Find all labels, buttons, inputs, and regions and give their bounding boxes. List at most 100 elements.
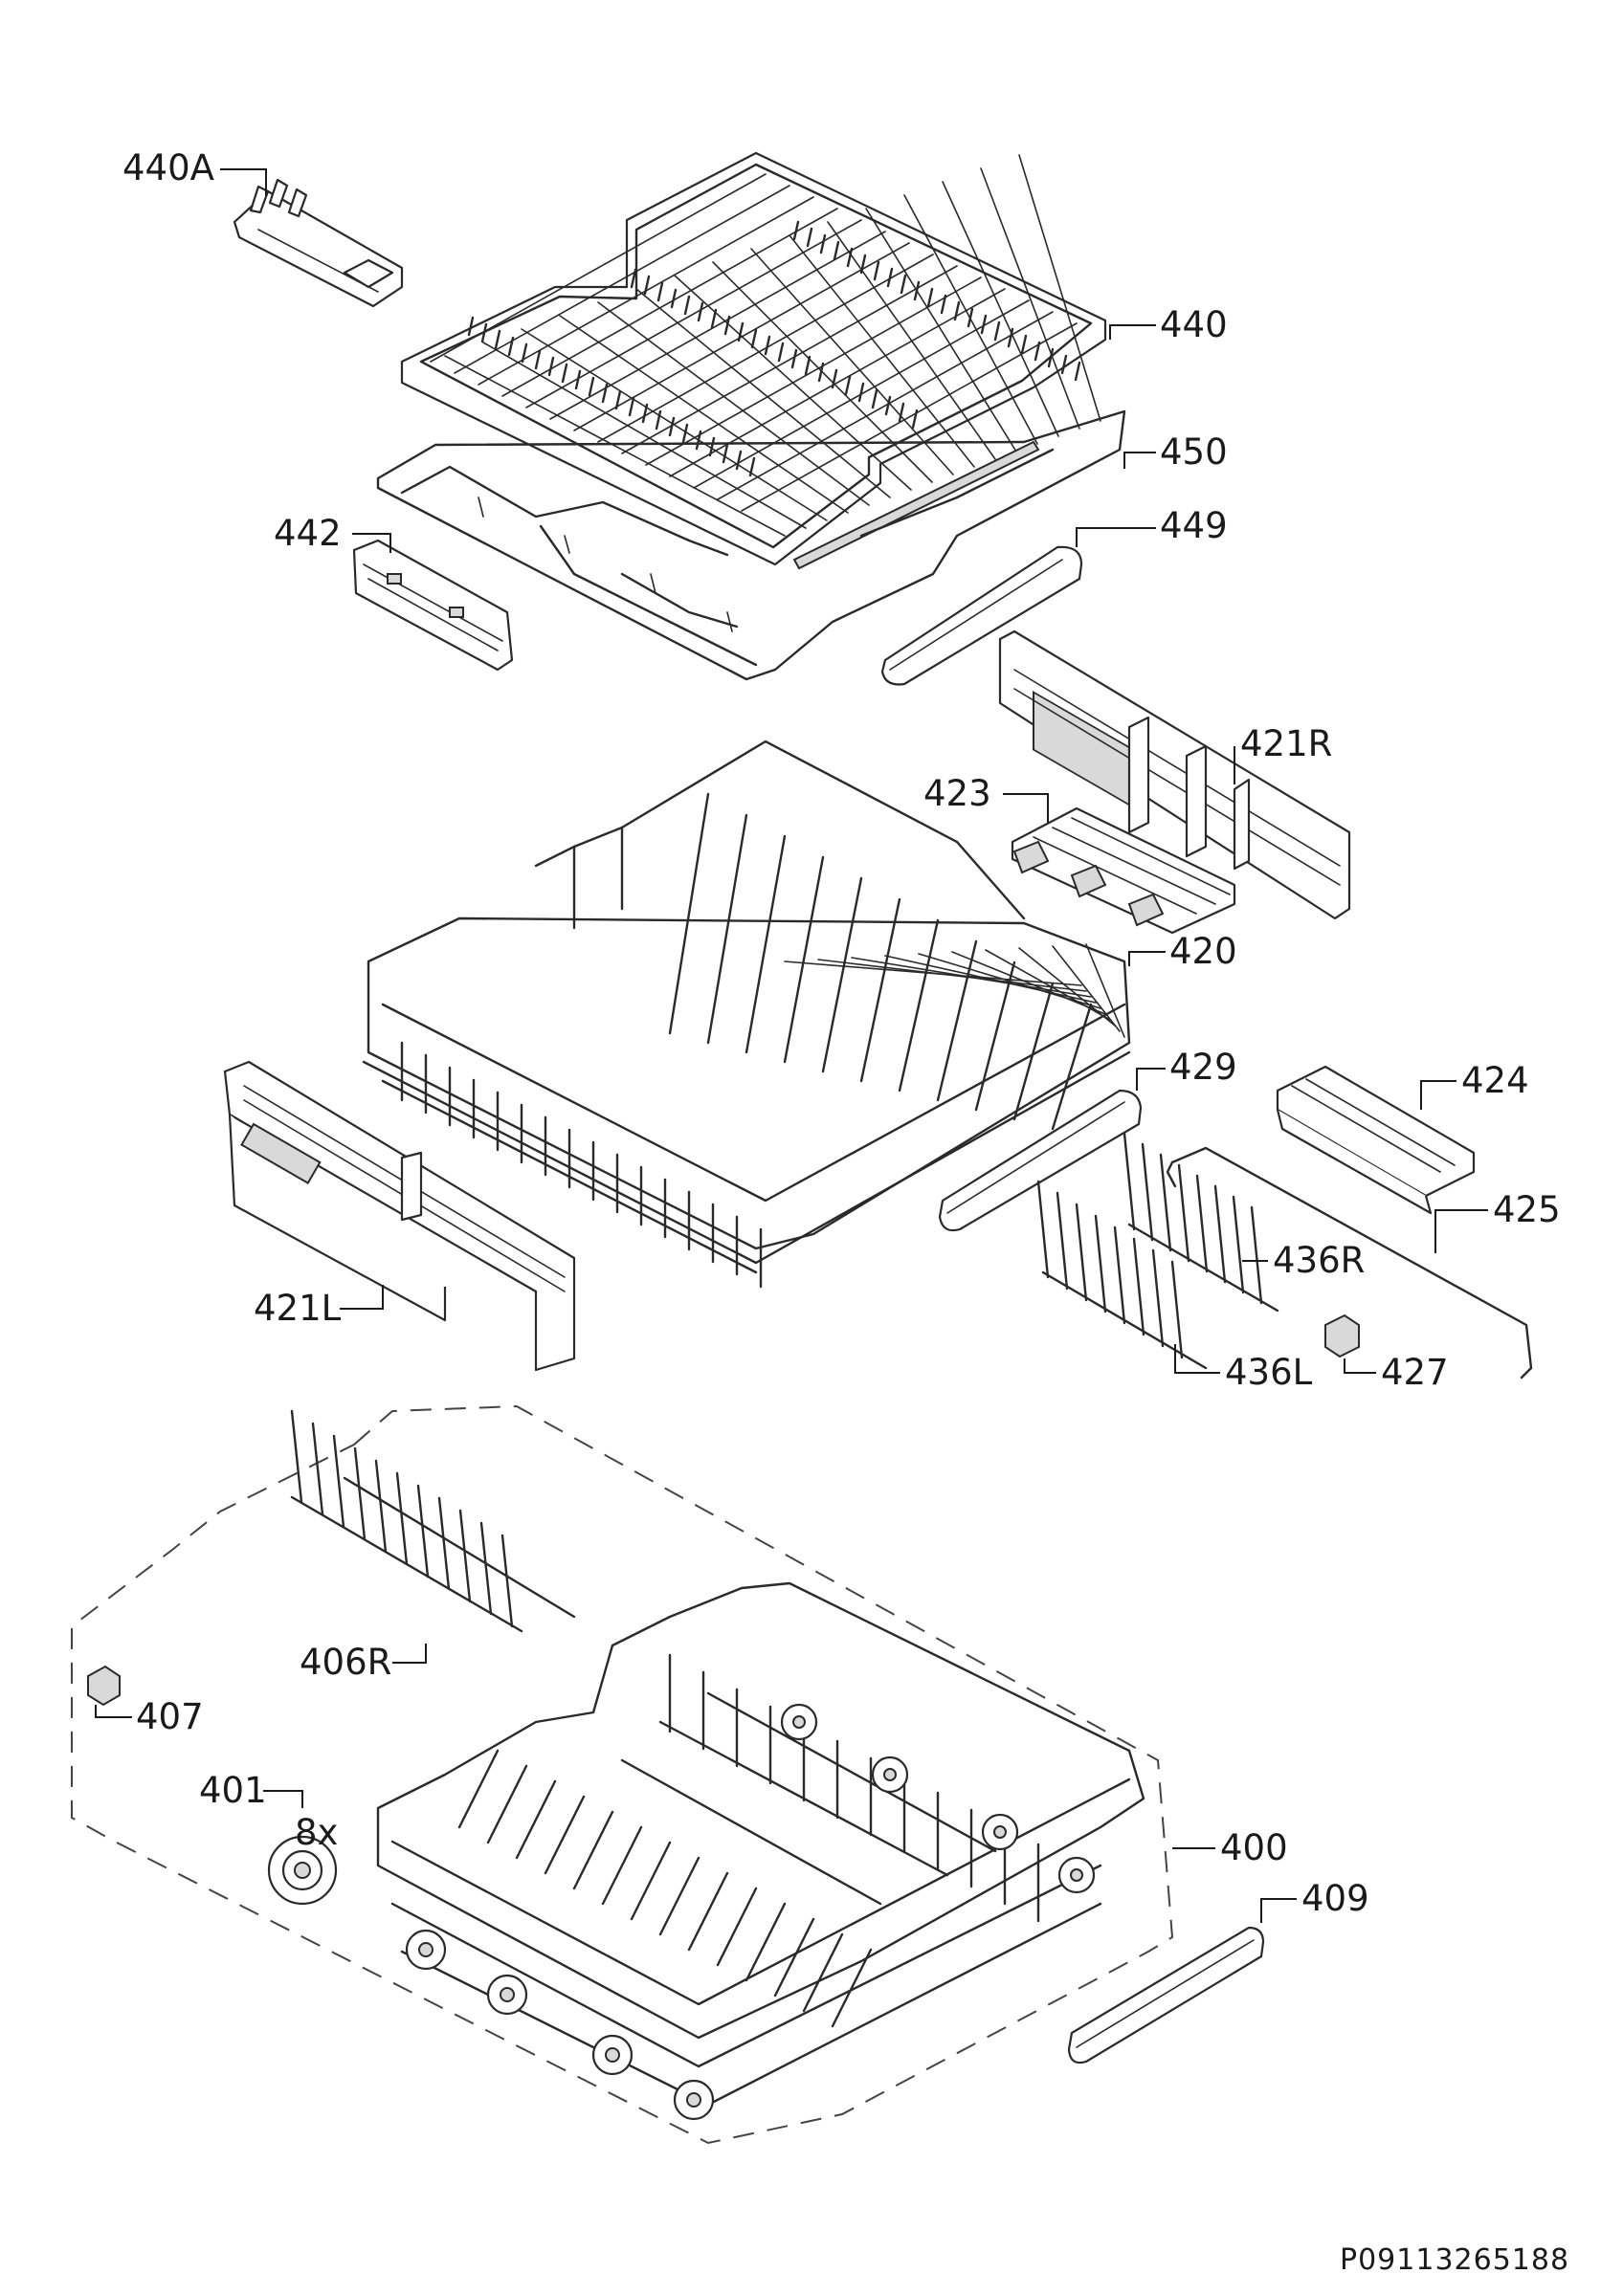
wire-segment xyxy=(597,254,934,443)
wire-segment xyxy=(507,336,515,357)
callout-label: 400 xyxy=(1220,1827,1288,1868)
wire-segment xyxy=(574,369,582,390)
wire-segment xyxy=(918,953,1101,1009)
wire-segment xyxy=(900,274,907,295)
wire-segment xyxy=(851,957,1092,998)
front-cover-429 xyxy=(938,1089,1143,1232)
wire-segment xyxy=(290,1409,303,1504)
wire-segment xyxy=(886,267,894,288)
wire-segment xyxy=(395,1471,409,1566)
wire-segment xyxy=(913,280,921,301)
wire-segment xyxy=(1074,361,1081,382)
wire-segment xyxy=(332,1434,345,1529)
wire-segment xyxy=(1250,1205,1263,1305)
callout-label: 407 xyxy=(136,1696,204,1737)
wire-segment xyxy=(1085,943,1125,1038)
wire-segment xyxy=(1113,1225,1126,1325)
wire-segment xyxy=(674,275,912,491)
wire-segment xyxy=(1036,1180,1050,1279)
wire-segment xyxy=(865,208,1017,453)
wire-segment xyxy=(942,181,1059,437)
wire-segment xyxy=(1075,1203,1088,1302)
callout-label: 409 xyxy=(1301,1878,1369,1919)
front-cover-449 xyxy=(880,545,1083,686)
wire-segment xyxy=(777,342,785,363)
wire-segment xyxy=(628,396,635,417)
wire-segment xyxy=(1060,354,1068,375)
wire-segment xyxy=(911,408,919,430)
wire-segment xyxy=(544,1795,586,1875)
wire-segment xyxy=(1018,947,1116,1027)
wire-segment xyxy=(1123,1132,1136,1231)
wire-segment xyxy=(871,388,878,409)
callout-label: 440A xyxy=(122,147,214,188)
wire-segment xyxy=(1007,327,1014,348)
wire-segment xyxy=(750,248,954,475)
wire-segment xyxy=(710,308,718,329)
wire-segment xyxy=(745,834,787,1054)
wire-segment xyxy=(789,234,975,468)
wire-segment xyxy=(521,328,828,521)
wire-segment xyxy=(614,389,622,410)
wire-segment xyxy=(1141,1142,1154,1242)
document-code: P09113265188 xyxy=(1340,2243,1569,2277)
wire-segment xyxy=(311,1422,324,1516)
wire-segment xyxy=(750,328,758,349)
callout-label: 436L xyxy=(1225,1352,1313,1393)
wire-segment xyxy=(708,436,716,457)
wire-segment xyxy=(817,362,825,383)
wire-segment xyxy=(601,1825,643,1906)
wire-segment xyxy=(1170,1260,1184,1359)
wire-segment xyxy=(670,288,678,309)
wire-segment xyxy=(884,955,1097,1004)
wire-segment xyxy=(681,423,689,444)
wire-segment xyxy=(658,1856,700,1936)
wire-segment xyxy=(525,219,862,408)
wheel-401 xyxy=(267,1835,338,1906)
wire-segment xyxy=(819,233,827,254)
front-cover-409 xyxy=(1067,1926,1265,2064)
wire-segment xyxy=(454,185,790,374)
callout-label: 421R xyxy=(1240,723,1332,764)
wire-segment xyxy=(737,321,745,342)
wire-segment xyxy=(501,208,838,397)
wire-segment xyxy=(547,356,555,377)
wire-segment xyxy=(857,382,865,403)
wire-segment xyxy=(806,227,813,248)
wire-segment xyxy=(1034,341,1041,362)
wire-segment xyxy=(1056,1191,1069,1291)
wire-segment xyxy=(1151,1248,1165,1348)
wire-segment xyxy=(561,363,568,384)
quantity-note: 8x xyxy=(295,1812,338,1853)
wire-segment xyxy=(873,260,880,281)
clip-407 xyxy=(87,1665,121,1707)
wire-segment xyxy=(1232,1195,1245,1294)
callout-label: 449 xyxy=(1160,505,1228,546)
wire-segment xyxy=(353,1446,367,1541)
callout-label: 406R xyxy=(300,1642,391,1683)
wire-segment xyxy=(980,314,988,335)
wire-segment xyxy=(898,402,905,423)
wire-segment xyxy=(683,295,691,316)
wire-segment xyxy=(717,311,1054,500)
wire-segment xyxy=(833,240,840,261)
rail-frame-450 xyxy=(376,409,1126,681)
wire-segment xyxy=(936,939,978,1102)
wire-segment xyxy=(926,287,934,308)
wire-segment xyxy=(621,265,958,454)
wire-segment xyxy=(444,355,786,537)
wire-segment xyxy=(993,320,1001,342)
tine-row-436r xyxy=(1123,1132,1279,1313)
wire-segment xyxy=(458,1509,472,1603)
wire-segment xyxy=(821,876,863,1073)
wire-segment xyxy=(572,1810,614,1890)
wire-segment xyxy=(859,897,901,1083)
wire-segment xyxy=(859,254,867,275)
clip-427 xyxy=(1324,1314,1360,1358)
wire-segment xyxy=(953,300,961,321)
wire-segment xyxy=(437,1496,451,1591)
wire-segment xyxy=(630,268,637,289)
wire-segment xyxy=(482,342,807,529)
wire-segment xyxy=(515,1779,557,1860)
